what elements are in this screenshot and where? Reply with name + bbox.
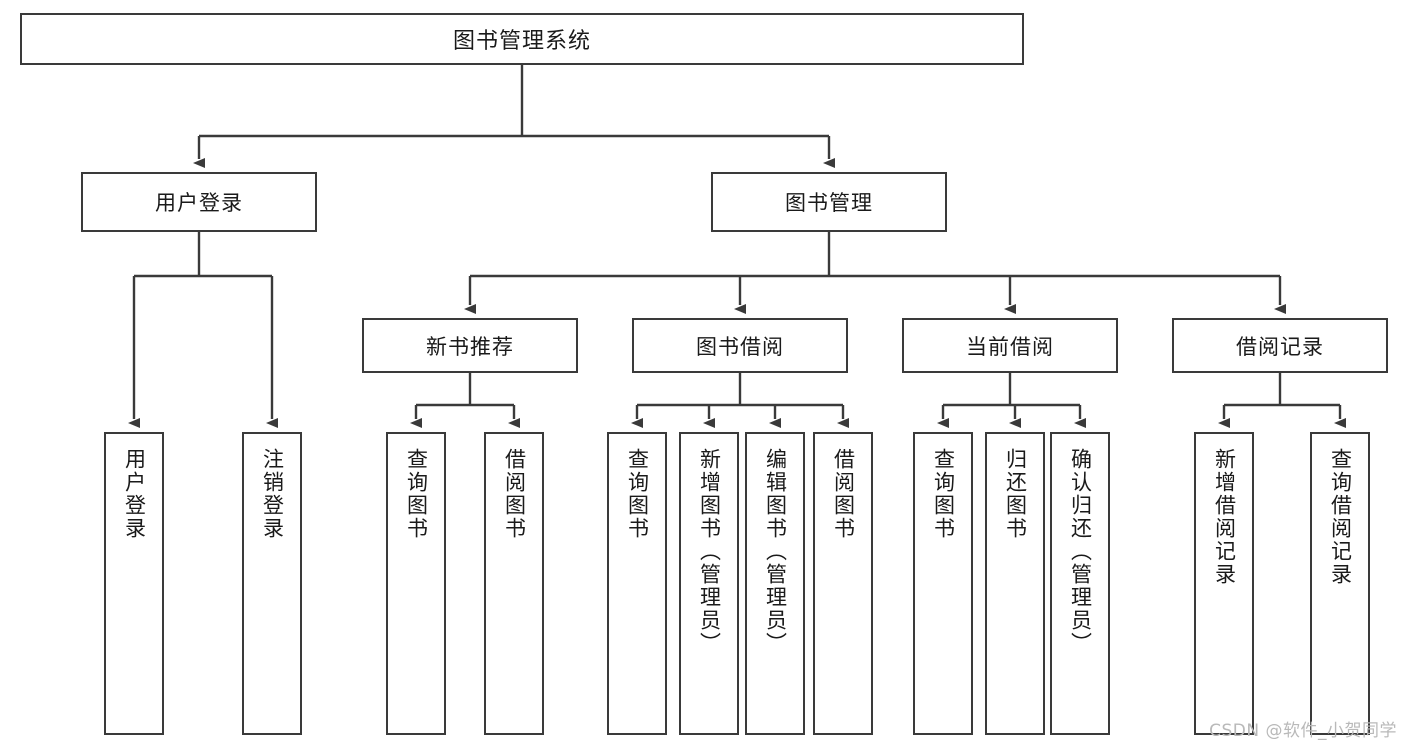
node-leaf-query-book-cur[interactable]: 查询图书 [913, 432, 973, 735]
node-leaf-edit-book[interactable]: 编辑图书（管理员） [745, 432, 805, 735]
node-leaf-borrow-book[interactable]: 借阅图书 [813, 432, 873, 735]
node-label: 借阅记录 [1236, 334, 1324, 359]
node-leaf-query-record[interactable]: 查询借阅记录 [1310, 432, 1370, 735]
node-label: 查询图书 [404, 448, 429, 540]
node-label: 用户登录 [122, 448, 147, 540]
node-book-manage[interactable]: 图书管理 [711, 172, 947, 232]
node-leaf-borrow-book-rec[interactable]: 借阅图书 [484, 432, 544, 735]
node-label: 借阅图书 [502, 448, 527, 540]
node-label: 确认归还（管理员） [1068, 448, 1093, 655]
node-leaf-query-book-rec[interactable]: 查询图书 [386, 432, 446, 735]
node-new-book-rec[interactable]: 新书推荐 [362, 318, 578, 373]
node-label: 用户登录 [155, 191, 243, 215]
node-label: 查询图书 [931, 448, 956, 540]
node-leaf-user-login[interactable]: 用户登录 [104, 432, 164, 735]
node-current-borrow[interactable]: 当前借阅 [902, 318, 1118, 373]
node-leaf-return-book[interactable]: 归还图书 [985, 432, 1045, 735]
node-label: 借阅图书 [831, 448, 856, 540]
node-borrow-record[interactable]: 借阅记录 [1172, 318, 1388, 373]
node-label: 查询借阅记录 [1328, 448, 1353, 586]
node-label: 图书借阅 [696, 334, 784, 359]
node-label: 编辑图书（管理员） [763, 448, 788, 655]
node-label: 新书推荐 [426, 334, 514, 359]
node-root[interactable]: 图书管理系统 [20, 13, 1024, 65]
node-book-borrow[interactable]: 图书借阅 [632, 318, 848, 373]
node-label: 注销登录 [260, 448, 285, 540]
node-user-login[interactable]: 用户登录 [81, 172, 317, 232]
node-label: 图书管理 [785, 191, 873, 215]
node-label: 图书管理系统 [452, 29, 591, 54]
node-label: 归还图书 [1003, 448, 1028, 540]
node-label: 新增图书（管理员） [697, 448, 722, 655]
node-leaf-logout[interactable]: 注销登录 [242, 432, 302, 735]
node-label: 查询图书 [625, 448, 650, 540]
node-leaf-query-book-borrow[interactable]: 查询图书 [607, 432, 667, 735]
node-leaf-confirm-return[interactable]: 确认归还（管理员） [1050, 432, 1110, 735]
node-label: 新增借阅记录 [1212, 448, 1237, 586]
node-leaf-add-book[interactable]: 新增图书（管理员） [679, 432, 739, 735]
watermark-text: CSDN @软件_小贺同学 [1209, 721, 1397, 741]
node-label: 当前借阅 [966, 334, 1054, 359]
node-leaf-add-record[interactable]: 新增借阅记录 [1194, 432, 1254, 735]
